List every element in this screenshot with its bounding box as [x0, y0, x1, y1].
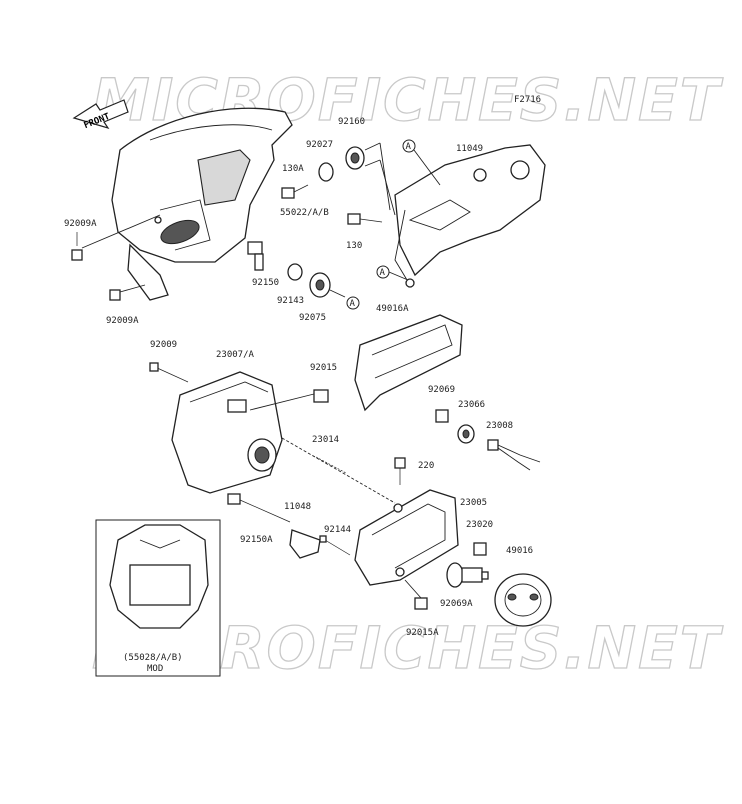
label-92027: 92027: [306, 140, 333, 150]
label-92160: 92160: [338, 117, 365, 127]
figure-code: F2716: [514, 95, 541, 105]
screw-92009a-top: [71, 214, 161, 261]
upper-fairing: [111, 107, 293, 301]
callout-a-mid: A: [376, 265, 409, 281]
screw-220: [394, 457, 406, 485]
connector-23020: [473, 542, 487, 556]
collar-92027: [318, 162, 334, 182]
callout-a-top: A: [402, 139, 441, 186]
screw-92144: [319, 535, 351, 556]
inset-note: MOD: [147, 664, 163, 674]
collar-92143: [287, 263, 303, 281]
bolt-92150: [247, 241, 264, 271]
headlight-housing-23007: [171, 371, 283, 494]
svg-text:A: A: [350, 299, 356, 309]
label-23020: 23020: [466, 520, 493, 530]
callout-a-low: A: [346, 296, 360, 310]
label-130: 130: [346, 241, 362, 251]
label-92150a: 92150A: [240, 535, 273, 545]
socket-92069: [435, 409, 449, 423]
label-92015: 92015: [310, 363, 337, 373]
svg-text:A: A: [380, 268, 386, 278]
label-23008: 23008: [486, 421, 513, 431]
label-11049: 11049: [456, 144, 483, 154]
nut-92015: [249, 389, 329, 411]
label-92144: 92144: [324, 525, 351, 535]
label-23014: 23014: [312, 435, 339, 445]
screw-92150a: [227, 493, 291, 523]
label-92069a: 92069A: [440, 599, 473, 609]
label-130a: 130A: [282, 164, 304, 174]
screw-92009: [149, 362, 189, 383]
bracket-11049: [394, 144, 546, 288]
dust-cover-49016: [494, 573, 552, 627]
harness-23008: [487, 439, 541, 471]
bracket-11048: [289, 529, 321, 559]
svg-text:A: A: [406, 142, 412, 152]
label-92069: 92069: [428, 385, 455, 395]
label-49016: 49016: [506, 546, 533, 556]
headlight-rim-49016a: [354, 314, 463, 412]
bulb-92069a: [446, 562, 489, 588]
label-92015a: 92015A: [406, 628, 439, 638]
screw-92009a-bottom: [109, 284, 146, 301]
inset-part-ref: (55028/A/B): [123, 653, 183, 663]
label-49016a: 49016A: [376, 304, 409, 314]
part-labels: 92160 11049 92027 130A 55022/A/B 92009A …: [64, 117, 533, 638]
inset-mod-box: (55028/A/B) MOD: [95, 519, 221, 677]
label-92009a-top: 92009A: [64, 219, 97, 229]
spring-23014: [315, 456, 347, 474]
grommet-23066: [457, 424, 475, 444]
label-92075: 92075: [299, 313, 326, 323]
grommet-92160: [345, 142, 381, 170]
nut-92015a: [404, 579, 428, 610]
label-23005: 23005: [460, 498, 487, 508]
front-arrow-icon: FRONT: [72, 99, 129, 131]
bolt-130a: [281, 184, 309, 199]
label-92009: 92009: [150, 340, 177, 350]
label-92009a-bottom: 92009A: [106, 316, 139, 326]
bolt-130: [347, 213, 383, 225]
label-11048: 11048: [284, 502, 311, 512]
grommet-92075: [309, 272, 346, 298]
label-23066: 23066: [458, 400, 485, 410]
label-92150: 92150: [252, 278, 279, 288]
label-23007: 23007/A: [216, 350, 255, 360]
label-55022: 55022/A/B: [280, 208, 329, 218]
label-92143: 92143: [277, 296, 304, 306]
label-220: 220: [418, 461, 434, 471]
bracket-23005: [354, 489, 459, 586]
